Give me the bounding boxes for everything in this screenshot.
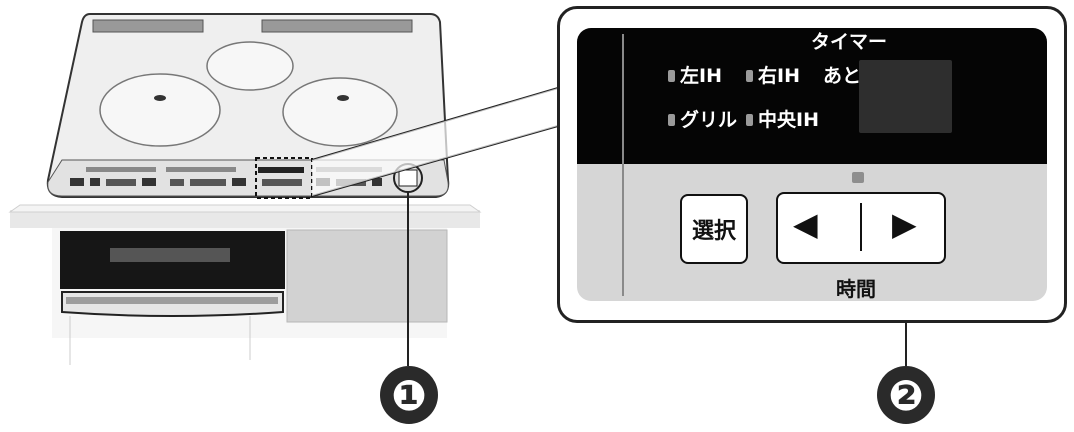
grill-window-reflection [110, 248, 230, 262]
countertop-edge [8, 204, 482, 213]
callout-badge-1: ❶ [380, 366, 438, 424]
panel-divider [622, 34, 624, 296]
key-lamp [852, 172, 864, 183]
indicator-lamp-center-ih [746, 114, 753, 126]
right-burner [282, 77, 398, 147]
timer-display-area [577, 28, 1047, 164]
center-burner [206, 41, 294, 91]
left-burner [99, 73, 221, 147]
indicator-right-ih: 右IH [758, 65, 800, 87]
cabinet-side-panel [286, 229, 448, 323]
indicator-lamp-left-ih [668, 70, 675, 82]
indicator-grill: グリル [680, 109, 738, 131]
select-button[interactable]: 選択 [680, 194, 748, 264]
remaining-label: あと [823, 65, 862, 87]
indicator-center-ih: 中央IH [758, 109, 819, 131]
timer-title: タイマー [811, 31, 888, 53]
right-burner-mark [337, 95, 349, 101]
rear-vent-right [261, 19, 413, 33]
timer-digit-display [859, 60, 952, 133]
zoom-wedge [312, 88, 558, 196]
time-increase-button[interactable]: ▶ [892, 205, 917, 243]
timer-area-highlight [255, 157, 313, 199]
time-label: 時間 [836, 277, 876, 301]
rocker-divider [860, 203, 862, 251]
countertop-front [10, 210, 480, 228]
indicator-lamp-grill [668, 114, 675, 126]
indicator-left-ih: 左IH [680, 65, 722, 87]
callout-2-number: ❷ [888, 370, 924, 420]
grill-handle-bar [66, 297, 278, 304]
callout-badge-2: ❷ [877, 366, 935, 424]
power-key [398, 169, 418, 187]
time-decrease-button[interactable]: ◀ [793, 205, 818, 243]
rear-vent-left [92, 19, 204, 33]
left-burner-mark [154, 95, 166, 101]
callout-1-number: ❶ [391, 370, 427, 420]
indicator-lamp-right-ih [746, 70, 753, 82]
